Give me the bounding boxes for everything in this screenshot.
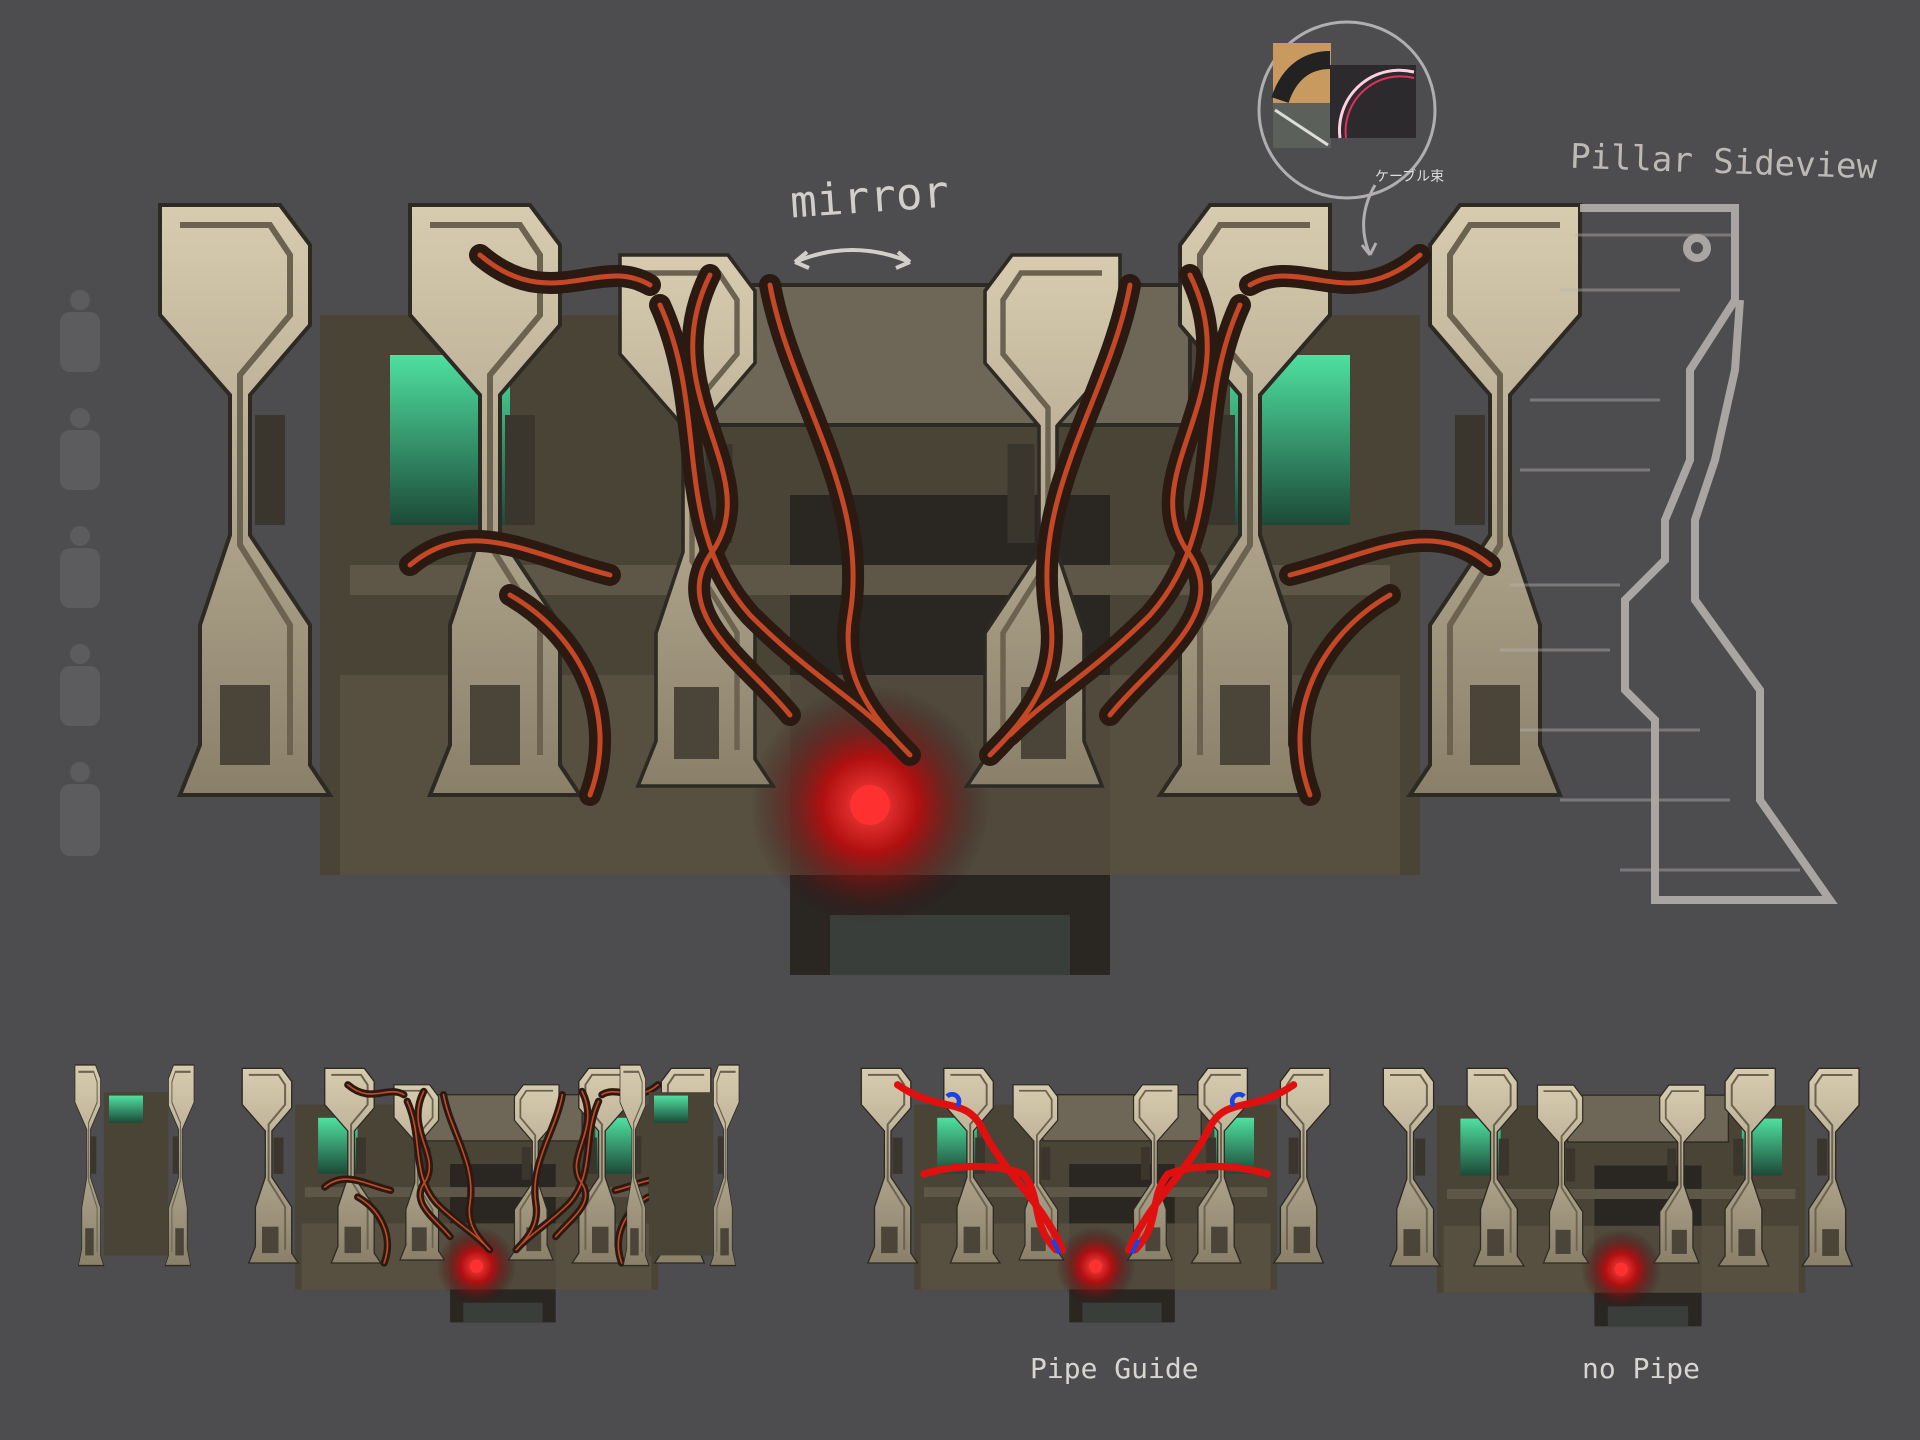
- thumbnail-pipe-guide: [861, 1068, 1330, 1322]
- human-scale-silhouettes: [60, 290, 100, 856]
- pillar-sideview-sketch: [1500, 204, 1838, 904]
- pipe-guide-caption: Pipe Guide: [1030, 1352, 1199, 1385]
- arrow-icon: [1360, 184, 1378, 256]
- mirror-arrow: [793, 248, 912, 270]
- cable-bundle-annotation: ケーブル束: [1375, 169, 1445, 185]
- thumbnail-no-pipe: [1383, 1068, 1859, 1326]
- thumbnail-exploded-parts: [73, 1063, 741, 1322]
- cable-reference-inset: [1257, 20, 1437, 256]
- no-pipe-caption: no Pipe: [1582, 1352, 1701, 1385]
- main-gate-illustration: [160, 205, 1580, 975]
